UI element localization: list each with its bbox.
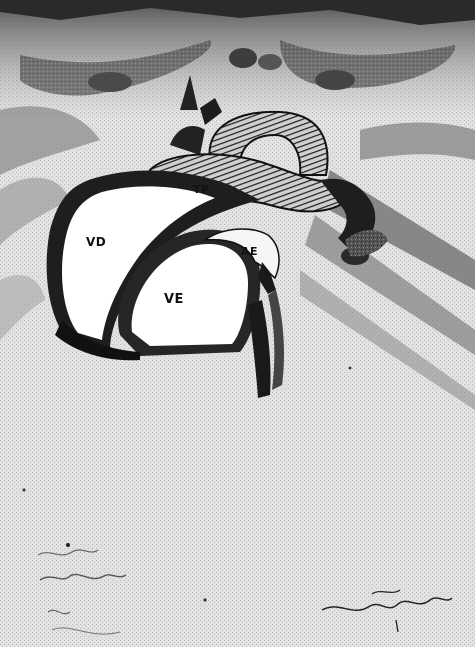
label-vd: VD: [86, 236, 106, 248]
label-ve: VE: [164, 293, 184, 306]
label-ae: AE: [241, 246, 258, 257]
label-tp: TP: [193, 184, 210, 195]
